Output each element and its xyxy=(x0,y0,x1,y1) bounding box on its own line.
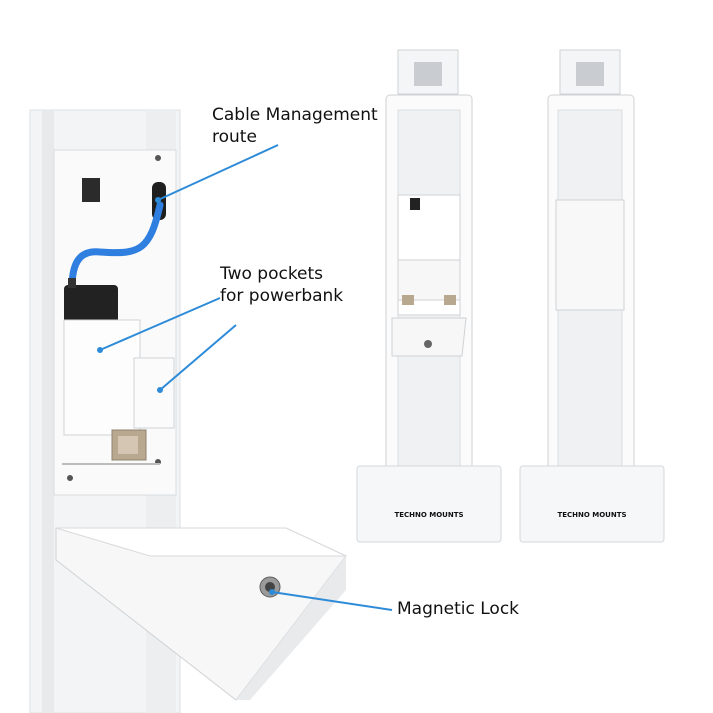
power-socket xyxy=(82,178,100,202)
leader-lines xyxy=(97,144,393,611)
kiosk-back: TECHNO MOUNTS xyxy=(519,49,665,543)
tray xyxy=(55,527,347,701)
callout-magnetic-lock-line1: Magnetic Lock xyxy=(397,599,520,619)
callout-cable-management: Cable Management route xyxy=(212,104,378,148)
cable xyxy=(68,201,164,292)
callout-magnetic-lock: Magnetic Lock xyxy=(397,598,519,620)
kiosk-back-brand: TECHNO MOUNTS xyxy=(557,511,626,519)
callout-pockets: Two pockets for powerbank xyxy=(220,263,343,307)
callout-cable-management-line2: route xyxy=(212,127,257,147)
callout-pockets-line2: for powerbank xyxy=(220,286,344,306)
kiosk-front-brand: TECHNO MOUNTS xyxy=(394,511,463,519)
kiosk-front: TECHNO MOUNTS xyxy=(356,49,502,543)
callout-pockets-line1: Two pockets xyxy=(220,264,324,284)
callout-cable-management-line1: Cable Management xyxy=(212,105,378,125)
hinges xyxy=(62,429,160,465)
